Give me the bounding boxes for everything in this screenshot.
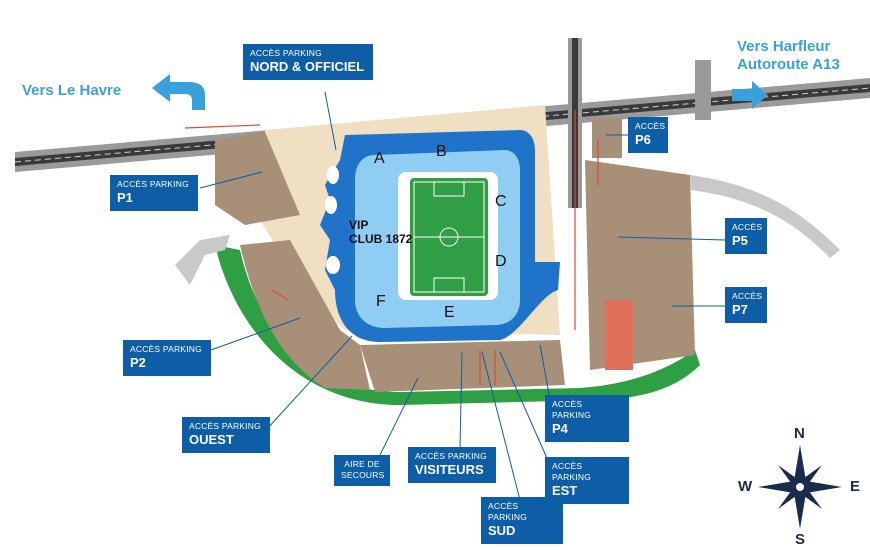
compass-s: S: [795, 531, 806, 548]
compass-w: W: [738, 478, 753, 495]
direction-le-havre: Vers Le Havre: [22, 82, 122, 99]
parking-red-zone: [605, 300, 633, 370]
label-secours-line2: SECOURS: [341, 470, 385, 480]
label-parking-p5[interactable]: ACCÈS P5: [725, 218, 767, 254]
parking-south: [360, 340, 565, 392]
direction-harfleur-line2: Autoroute A13: [737, 56, 840, 73]
stand-b: B: [436, 143, 447, 160]
stand-f: F: [376, 293, 386, 310]
label-parking-p7-small: ACCÈS: [732, 291, 763, 301]
label-parking-p5-small: ACCÈS: [732, 222, 763, 232]
compass-n: N: [794, 425, 805, 442]
label-parking-p5-big: P5: [732, 233, 748, 248]
arrow-left-icon: [152, 74, 205, 110]
stand-e: E: [444, 304, 455, 321]
vip-line2: CLUB 1872: [349, 232, 413, 246]
label-parking-visiteurs[interactable]: ACCÈS PARKING VISITEURS: [408, 447, 496, 483]
direction-harfleur-line1: Vers Harfleur: [737, 38, 831, 55]
label-parking-p7[interactable]: ACCÈS P7: [725, 287, 767, 323]
label-parking-ouest-big: OUEST: [189, 432, 234, 447]
label-parking-nord-big: NORD & OFFICIEL: [250, 59, 365, 74]
stand-d: D: [495, 253, 507, 270]
label-parking-ouest[interactable]: ACCÈS PARKING OUEST: [182, 417, 270, 453]
label-parking-p7-big: P7: [732, 302, 748, 317]
label-parking-p2-small: ACCÈS PARKING: [130, 344, 202, 354]
label-parking-nord[interactable]: ACCÈS PARKING NORD & OFFICIEL: [243, 44, 373, 80]
vip-line1: VIP: [349, 218, 369, 232]
label-parking-sud-small: ACCÈS PARKING: [488, 501, 528, 522]
label-parking-nord-small: ACCÈS PARKING: [250, 48, 322, 58]
label-parking-ouest-small: ACCÈS PARKING: [189, 421, 261, 431]
arrow-right-icon: [732, 81, 768, 109]
compass-e: E: [850, 478, 861, 495]
stand-c: C: [495, 193, 507, 210]
label-parking-visiteurs-small: ACCÈS PARKING: [415, 451, 487, 461]
label-parking-p6-big: P6: [635, 132, 651, 147]
label-parking-p4-small: ACCÈS PARKING: [552, 399, 592, 420]
label-parking-visiteurs-big: VISITEURS: [415, 462, 484, 477]
label-parking-p2-big: P2: [130, 355, 146, 370]
label-parking-sud[interactable]: ACCÈS PARKING SUD: [481, 497, 563, 544]
compass-rose-icon: [758, 445, 842, 529]
label-parking-p4-big: P4: [552, 421, 568, 436]
label-parking-p1[interactable]: ACCÈS PARKING P1: [110, 175, 198, 211]
label-parking-p2[interactable]: ACCÈS PARKING P2: [123, 340, 211, 376]
grass-band: [215, 245, 700, 405]
parking-p5-p7: [585, 160, 695, 370]
vip-club-label: VIP CLUB 1872: [349, 218, 412, 246]
label-parking-p1-small: ACCÈS PARKING: [117, 179, 189, 189]
label-parking-p6[interactable]: ACCÈS P6: [628, 117, 668, 153]
parking-p1: [215, 132, 300, 225]
label-aire-secours[interactable]: AIRE DE SECOURS: [334, 455, 390, 486]
label-parking-est[interactable]: ACCÈS PARKING EST: [545, 457, 629, 504]
label-parking-p4[interactable]: ACCÈS PARKING P4: [545, 395, 629, 442]
label-parking-est-small: ACCÈS PARKING: [552, 461, 592, 482]
label-parking-est-big: EST: [552, 483, 578, 498]
label-secours-line1: AIRE DE: [344, 459, 380, 469]
label-parking-p1-big: P1: [117, 190, 133, 205]
label-parking-p6-small: ACCÈS: [635, 121, 666, 131]
label-parking-sud-big: SUD: [488, 523, 516, 538]
direction-harfleur: Vers Harfleur Autoroute A13: [737, 38, 840, 74]
stand-a: A: [374, 150, 385, 167]
parking-p6: [592, 118, 622, 158]
